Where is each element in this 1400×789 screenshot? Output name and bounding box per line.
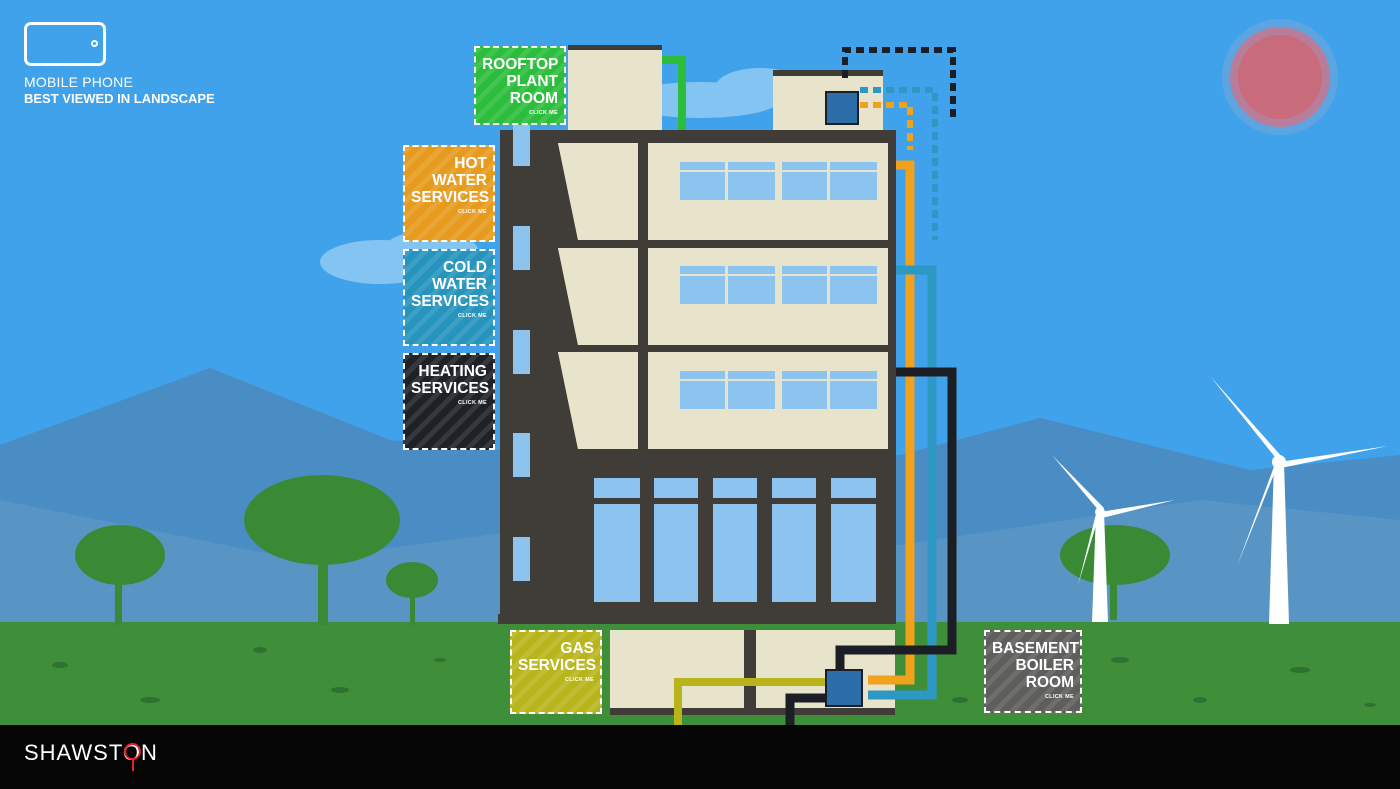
click-me-label: CLICK ME	[565, 677, 594, 683]
footer-bar	[0, 725, 1400, 789]
heating-services-button[interactable]: HEATING SERVICES CLICK ME	[403, 353, 495, 450]
wind-turbine-icon	[1052, 376, 1388, 624]
hot-water-services-title: HOT WATER SERVICES	[411, 155, 490, 206]
basement-boiler-unit	[825, 669, 863, 707]
click-me-label: CLICK ME	[529, 110, 558, 116]
hint-landscape: BEST VIEWED IN LANDSCAPE	[24, 91, 215, 106]
phone-landscape-icon	[24, 22, 106, 66]
hot-water-services-button[interactable]: HOT WATER SERVICES CLICK ME	[403, 145, 495, 242]
rooftop-plant-room-button[interactable]: ROOFTOP PLANT ROOM CLICK ME	[474, 46, 566, 125]
rooftop-plant-room-title: ROOFTOP PLANT ROOM	[482, 56, 559, 107]
cold-water-services-title: COLD WATER SERVICES	[411, 259, 490, 310]
heating-services-title: HEATING SERVICES	[411, 363, 490, 397]
building	[498, 45, 896, 715]
shawston-pin-icon	[124, 743, 141, 771]
heating-pipe	[785, 367, 957, 725]
cold-water-services-button[interactable]: COLD WATER SERVICES CLICK ME	[403, 249, 495, 346]
basement-boiler-room-title: BASEMENT BOILER ROOM	[992, 640, 1079, 691]
basement-boiler-room-button[interactable]: BASEMENT BOILER ROOM CLICK ME	[984, 630, 1082, 713]
hint-mobile-phone: MOBILE PHONE	[24, 74, 133, 90]
gas-pipe	[674, 678, 826, 725]
click-me-label: CLICK ME	[458, 400, 487, 406]
click-me-label: CLICK ME	[458, 313, 487, 319]
green-pipe	[662, 56, 686, 130]
cold-water-pipe	[868, 265, 937, 700]
tree-icon	[75, 475, 1170, 625]
rooftop-dashed-pipes	[842, 47, 956, 240]
gas-services-button[interactable]: GAS SERVICES CLICK ME	[510, 630, 602, 714]
rooftop-plant-unit	[825, 91, 859, 125]
grass-speckles	[52, 647, 1376, 707]
click-me-label: CLICK ME	[1045, 694, 1074, 700]
hot-water-pipe	[868, 160, 915, 685]
click-me-label: CLICK ME	[458, 209, 487, 215]
gas-services-title: GAS SERVICES	[518, 640, 597, 674]
sun-icon	[1222, 19, 1338, 135]
